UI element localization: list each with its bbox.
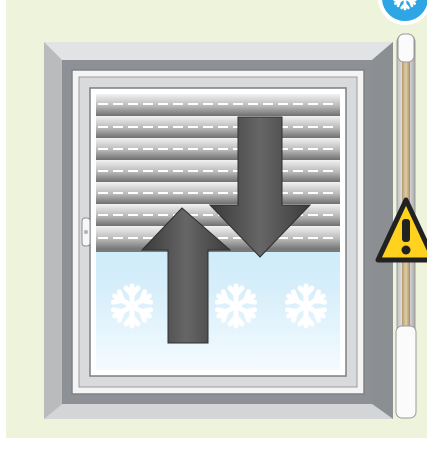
window-handle (82, 218, 90, 246)
roller-shutter (96, 94, 340, 252)
